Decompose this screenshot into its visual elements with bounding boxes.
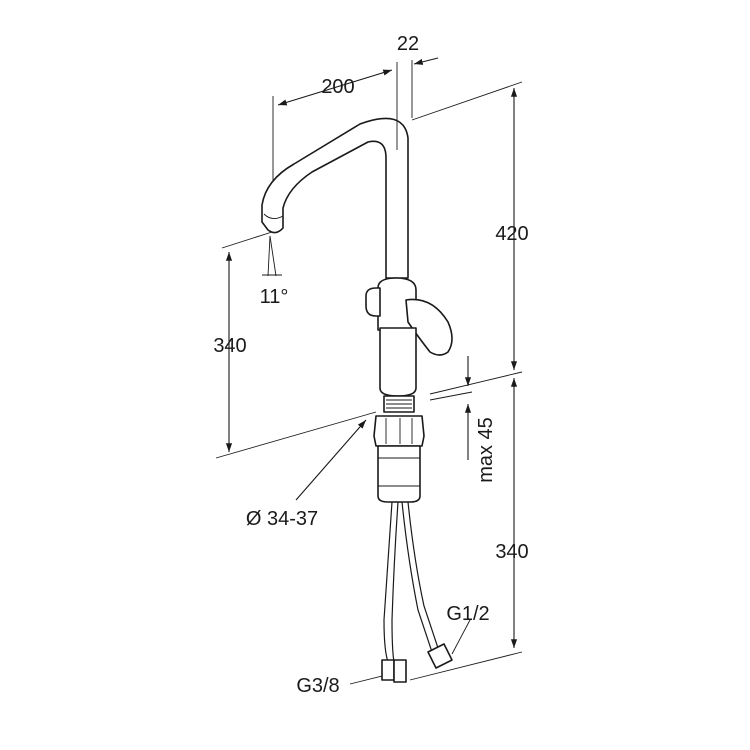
label-spout-reach: 200 bbox=[321, 76, 354, 98]
lever-handle bbox=[405, 298, 453, 356]
dim-hose-length: 340 bbox=[409, 378, 529, 681]
fitting-g38-right bbox=[393, 659, 407, 683]
label-max-thickness: max 45 bbox=[475, 417, 497, 483]
label-hose-length: 340 bbox=[495, 541, 528, 563]
lower-sleeve bbox=[377, 445, 421, 503]
dim-spout-angle: 11° bbox=[260, 235, 289, 308]
supply-hoses bbox=[381, 501, 453, 683]
label-total-height: 420 bbox=[495, 223, 528, 245]
label-connection-g38: G3/8 bbox=[296, 675, 339, 697]
label-hole-diameter: Ø 34-37 bbox=[246, 508, 318, 530]
fitting-g38-left bbox=[381, 659, 395, 681]
dim-spout-height: 340 bbox=[213, 231, 377, 459]
dim-total-height: 420 bbox=[411, 81, 529, 395]
label-connection-g12: G1/2 bbox=[446, 603, 489, 625]
side-knob bbox=[365, 287, 381, 317]
fitting-g12 bbox=[427, 643, 453, 669]
callout-g38: G3/8 bbox=[296, 675, 383, 697]
lever-housing bbox=[377, 277, 417, 331]
label-spout-angle: 11° bbox=[260, 286, 289, 308]
label-spout-diameter: 22 bbox=[397, 33, 419, 55]
dim-hole-diameter: Ø 34-37 bbox=[246, 419, 367, 530]
label-spout-height: 340 bbox=[213, 335, 246, 357]
callout-g12: G1/2 bbox=[446, 603, 490, 655]
dim-spout-diameter: 22 bbox=[397, 33, 439, 118]
spout bbox=[261, 117, 409, 279]
dim-max-thickness: max 45 bbox=[429, 356, 497, 483]
spout-tip bbox=[263, 213, 284, 219]
faucet-body bbox=[261, 117, 453, 503]
dim-spout-reach: 200 bbox=[272, 62, 398, 180]
body-column bbox=[379, 327, 417, 397]
mounting-nut bbox=[373, 415, 425, 447]
